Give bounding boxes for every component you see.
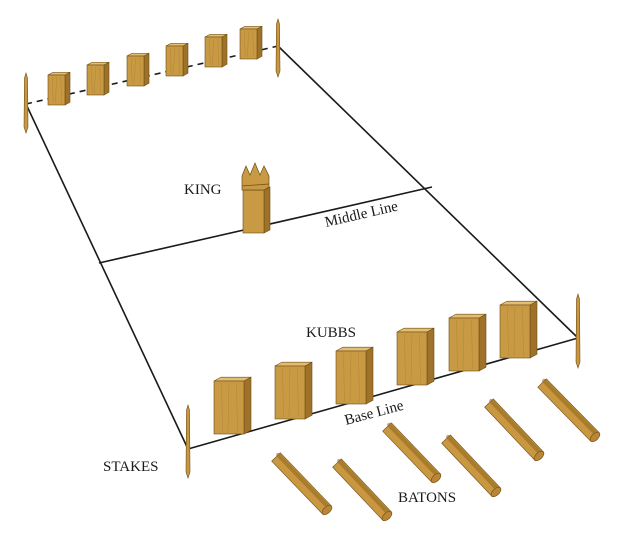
king-piece [241, 162, 271, 234]
near-kubb [274, 361, 313, 420]
near-kubb [213, 376, 252, 435]
far-kubbs [47, 25, 263, 106]
far-left-stake [23, 71, 29, 134]
far-kubb [86, 61, 110, 96]
king-label: KING [184, 182, 222, 198]
near-kubb [335, 346, 374, 405]
baton [537, 378, 601, 443]
far-kubb [239, 25, 263, 60]
baton [441, 434, 502, 498]
far-kubb [165, 42, 189, 77]
near-stakes [185, 292, 581, 479]
baton [271, 452, 333, 516]
near-left-stake [185, 403, 191, 479]
field-boundary [25, 45, 579, 450]
near-kubb [448, 313, 487, 372]
right-side-line [277, 45, 579, 339]
batons-label: BATONS [398, 490, 456, 506]
near-right-stake [575, 292, 581, 369]
far-right-stake [275, 17, 281, 78]
far-kubb [47, 71, 71, 106]
baton [484, 398, 545, 462]
baton [332, 458, 393, 522]
kubbs-label: KUBBS [306, 325, 356, 341]
near-kubb [396, 327, 435, 386]
far-kubb [126, 52, 150, 87]
baton [382, 422, 442, 484]
batons [271, 378, 601, 522]
near-kubb [499, 300, 538, 359]
far-kubb [204, 33, 228, 68]
left-side-line [25, 103, 189, 450]
near-kubbs [213, 300, 538, 435]
far-stakes [23, 17, 281, 134]
stakes-label: STAKES [103, 459, 158, 475]
